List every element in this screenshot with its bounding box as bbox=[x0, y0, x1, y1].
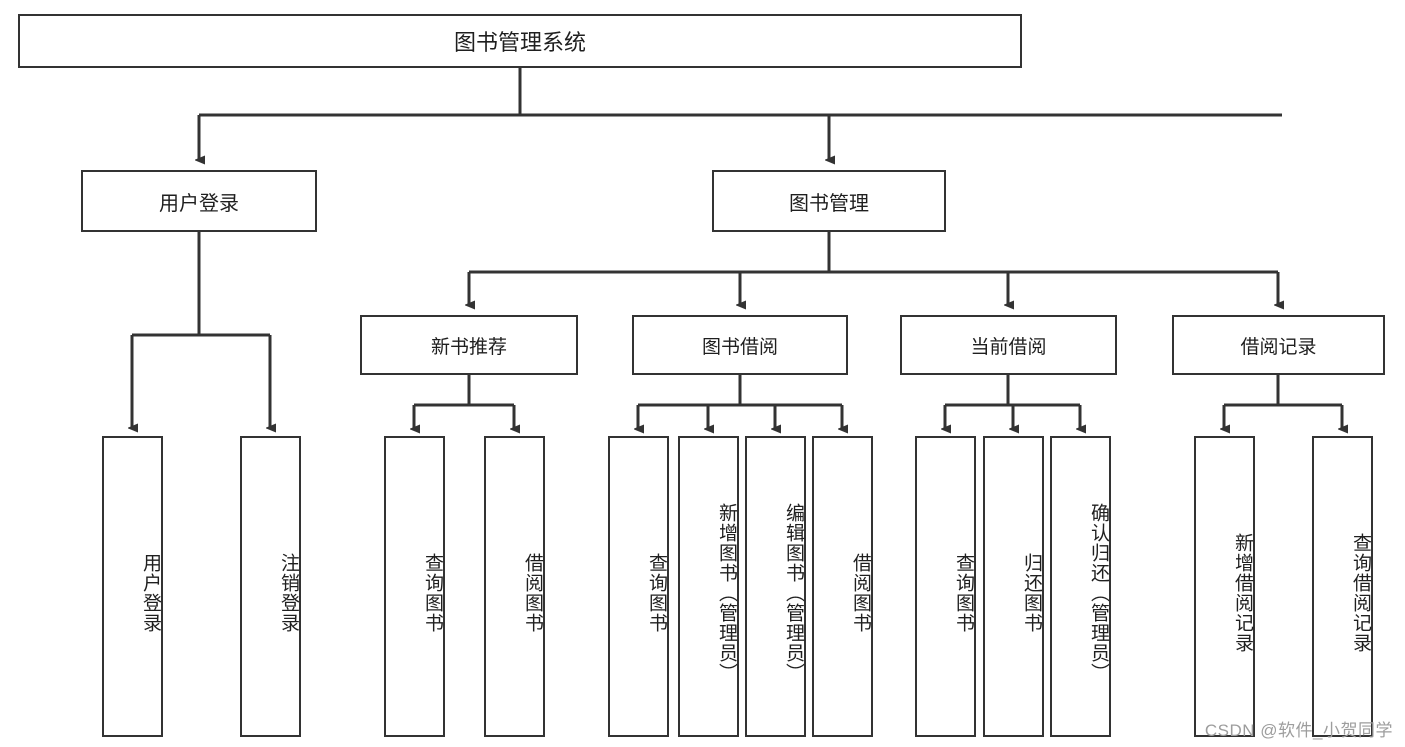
node-borrow-record[interactable]: 借阅记录 bbox=[1172, 315, 1385, 375]
leaf-borrow-book-2-label: 借阅图书 bbox=[850, 552, 871, 633]
leaf-query-book-2-label: 查询图书 bbox=[646, 552, 667, 633]
leaf-add-book[interactable]: 新增图书（管理员） bbox=[678, 436, 739, 737]
node-new-book-recommend[interactable]: 新书推荐 bbox=[360, 315, 578, 375]
node-user-login-label: 用户登录 bbox=[159, 192, 239, 215]
node-root[interactable]: 图书管理系统 bbox=[18, 14, 1022, 68]
leaf-user-login-label: 用户登录 bbox=[140, 552, 161, 633]
leaf-add-book-label: 新增图书（管理员） bbox=[716, 502, 737, 683]
leaf-borrow-book-1[interactable]: 借阅图书 bbox=[484, 436, 545, 737]
leaf-edit-book-label: 编辑图书（管理员） bbox=[783, 502, 804, 683]
leaf-user-login[interactable]: 用户登录 bbox=[102, 436, 163, 737]
node-borrow-record-label: 借阅记录 bbox=[1240, 336, 1317, 358]
leaf-logout-label: 注销登录 bbox=[278, 552, 299, 633]
leaf-logout[interactable]: 注销登录 bbox=[240, 436, 301, 737]
leaf-return-book-label: 归还图书 bbox=[1021, 552, 1042, 633]
leaf-confirm-return[interactable]: 确认归还（管理员） bbox=[1050, 436, 1111, 737]
leaf-query-book-3-label: 查询图书 bbox=[953, 552, 974, 633]
node-root-label: 图书管理系统 bbox=[453, 30, 586, 55]
node-user-login[interactable]: 用户登录 bbox=[81, 170, 317, 232]
leaf-query-book-1[interactable]: 查询图书 bbox=[384, 436, 445, 737]
node-book-manage[interactable]: 图书管理 bbox=[712, 170, 946, 232]
leaf-confirm-return-label: 确认归还（管理员） bbox=[1088, 502, 1109, 683]
node-current-borrow-label: 当前借阅 bbox=[970, 336, 1047, 358]
watermark: CSDN @软件_小贺同学 bbox=[1204, 721, 1393, 740]
node-current-borrow[interactable]: 当前借阅 bbox=[900, 315, 1117, 375]
leaf-edit-book[interactable]: 编辑图书（管理员） bbox=[745, 436, 806, 737]
leaf-add-record-label: 新增借阅记录 bbox=[1232, 532, 1253, 653]
leaf-return-book[interactable]: 归还图书 bbox=[983, 436, 1044, 737]
leaf-add-record[interactable]: 新增借阅记录 bbox=[1194, 436, 1255, 737]
leaf-borrow-book-1-label: 借阅图书 bbox=[522, 552, 543, 633]
leaf-query-book-1-label: 查询图书 bbox=[422, 552, 443, 633]
leaf-query-book-2[interactable]: 查询图书 bbox=[608, 436, 669, 737]
leaf-query-record-label: 查询借阅记录 bbox=[1350, 532, 1371, 653]
leaf-query-book-3[interactable]: 查询图书 bbox=[915, 436, 976, 737]
node-book-borrow[interactable]: 图书借阅 bbox=[632, 315, 848, 375]
node-new-book-recommend-label: 新书推荐 bbox=[430, 336, 507, 358]
leaf-borrow-book-2[interactable]: 借阅图书 bbox=[812, 436, 873, 737]
node-book-manage-label: 图书管理 bbox=[789, 192, 869, 215]
node-book-borrow-label: 图书借阅 bbox=[701, 336, 778, 358]
leaf-query-record[interactable]: 查询借阅记录 bbox=[1312, 436, 1373, 737]
